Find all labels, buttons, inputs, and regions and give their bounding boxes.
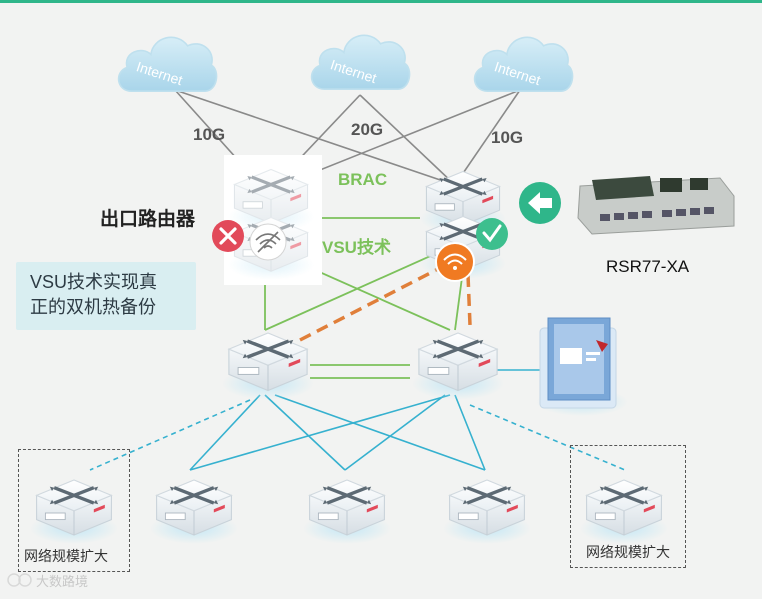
- watermark-logo: [7, 573, 32, 587]
- access-link-6: [454, 394, 486, 471]
- access-link-5: [189, 394, 451, 471]
- access-links: [189, 369, 545, 471]
- link-speed-right: 10G: [491, 128, 524, 147]
- uplink-right-b: [454, 89, 521, 186]
- expansion-label-left: 网络规模扩大: [24, 548, 108, 564]
- internet-cloud-middle: Internet: [310, 34, 411, 91]
- internet-cloud-right: Internet: [473, 36, 574, 93]
- link-speed-middle: 20G: [351, 120, 384, 139]
- access-switch-4: [443, 478, 531, 546]
- access-link-3: [274, 394, 486, 471]
- dist-switch-right: [412, 331, 504, 402]
- vsu-callout: VSU技术实现真 正的双机热备份: [16, 262, 196, 330]
- expansion-links: [89, 399, 626, 471]
- ok-check-icon: [476, 218, 508, 250]
- failover-dashed: [299, 266, 472, 342]
- expansion-box-left: [18, 449, 130, 572]
- failover-diag: [299, 266, 441, 342]
- dist-switch-left: [222, 331, 314, 402]
- failover-vert: [466, 274, 472, 326]
- top-accent-bar: [0, 0, 762, 3]
- vsu-callout-text: VSU技术实现真 正的双机热备份: [30, 272, 158, 317]
- link-speed-left: 10G: [193, 125, 226, 144]
- access-link-1: [189, 394, 261, 471]
- uplink-left-b: [174, 89, 456, 186]
- access-switch-3: [303, 478, 391, 546]
- uplink-mid-b: [359, 94, 456, 186]
- access-switch-2: [150, 478, 238, 546]
- access-link-2: [264, 394, 346, 471]
- expansion-label-right: 网络规模扩大: [586, 544, 670, 560]
- rsr77-xa-module-image: [577, 176, 735, 235]
- internet-cloud-left: Internet: [117, 36, 218, 93]
- expand-link-right: [469, 404, 626, 471]
- expansion-box-right: [570, 445, 686, 568]
- brac-label: BRAC: [338, 170, 388, 189]
- vsu-label: VSU技术: [322, 238, 391, 257]
- access-link-4: [344, 394, 446, 471]
- egress-router-label: 出口路由器: [100, 209, 196, 230]
- module-model-label: RSR77-XA: [606, 257, 690, 276]
- watermark-text: 大数路境: [36, 574, 89, 589]
- expand-link-left: [89, 399, 251, 471]
- wifi-icon: [435, 242, 475, 282]
- server-icon: [536, 317, 628, 416]
